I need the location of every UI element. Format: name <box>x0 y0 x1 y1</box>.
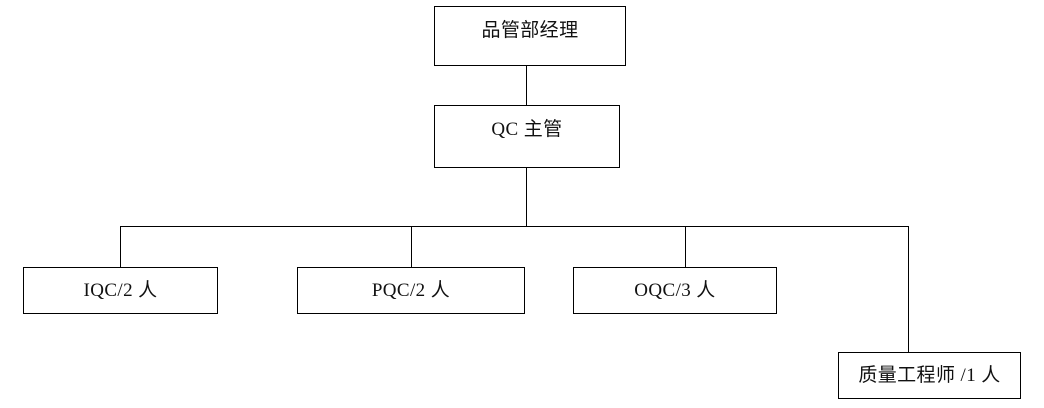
connector-bus-to-oqc <box>685 226 687 268</box>
connector-supervisor-stem <box>526 168 528 227</box>
node-quality-engineer-label: 质量工程师 /1 人 <box>858 365 1001 386</box>
node-qc-supervisor[interactable]: QC 主管 <box>434 105 620 168</box>
node-oqc[interactable]: OQC/3 人 <box>573 267 777 314</box>
node-pqc[interactable]: PQC/2 人 <box>297 267 525 314</box>
node-qa-manager[interactable]: 品管部经理 <box>434 6 626 66</box>
connector-manager-to-supervisor <box>526 65 528 106</box>
node-qc-supervisor-label: QC 主管 <box>491 119 563 140</box>
node-iqc-label: IQC/2 人 <box>83 280 158 301</box>
node-pqc-label: PQC/2 人 <box>371 280 451 301</box>
connector-bus-to-quality-engineer <box>908 226 910 353</box>
node-oqc-label: OQC/3 人 <box>634 280 716 301</box>
node-quality-engineer[interactable]: 质量工程师 /1 人 <box>838 352 1021 399</box>
node-qa-manager-label: 品管部经理 <box>481 20 579 41</box>
connector-bus-to-pqc <box>411 226 413 268</box>
connector-horizontal-bus <box>120 226 909 228</box>
connector-bus-to-iqc <box>120 226 122 268</box>
node-iqc[interactable]: IQC/2 人 <box>23 267 218 314</box>
